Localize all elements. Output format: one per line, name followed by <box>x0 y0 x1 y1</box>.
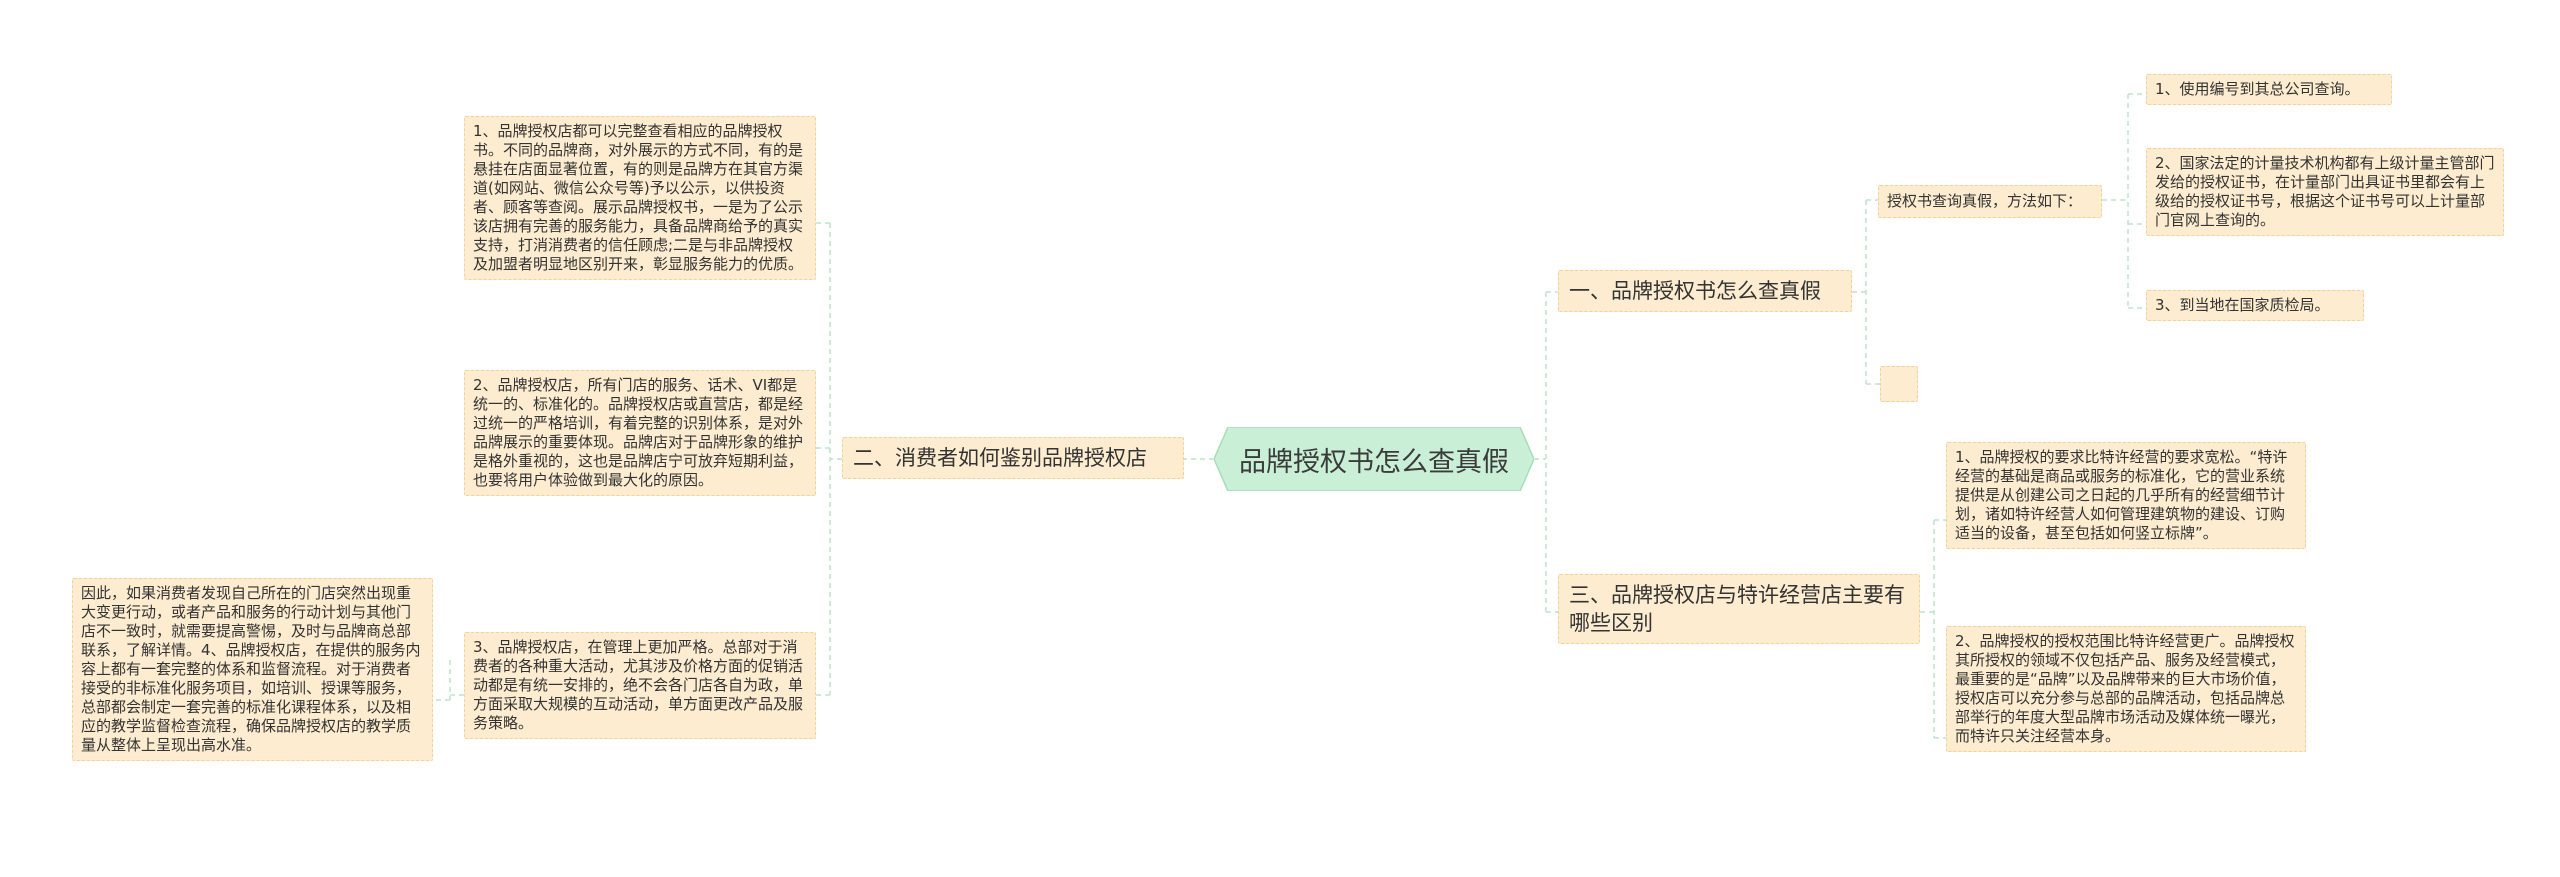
method-1-text: 1、使用编号到其总公司查询。 <box>2155 80 2360 98</box>
left-sub-item-text: 因此，如果消费者发现自己所在的门店突然出现重大变更行动，或者产品和服务的行动计划… <box>81 584 421 754</box>
branch-left[interactable]: 二、消费者如何鉴别品牌授权店 <box>842 437 1184 479</box>
empty-topic[interactable] <box>1880 366 1918 402</box>
central-topic-label: 品牌授权书怎么查真假 <box>1239 446 1509 478</box>
branch-right-top[interactable]: 一、品牌授权书怎么查真假 <box>1558 270 1852 312</box>
method-3[interactable]: 3、到当地在国家质检局。 <box>2146 290 2364 321</box>
central-topic-shape <box>1214 427 1534 491</box>
left-item-1[interactable]: 1、品牌授权店都可以完整查看相应的品牌授权书。不同的品牌商，对外展示的方式不同，… <box>464 116 816 280</box>
left-item-1-text: 1、品牌授权店都可以完整查看相应的品牌授权书。不同的品牌商，对外展示的方式不同，… <box>473 122 804 273</box>
left-sub-item[interactable]: 因此，如果消费者发现自己所在的门店突然出现重大变更行动，或者产品和服务的行动计划… <box>72 578 433 761</box>
central-topic[interactable]: 品牌授权书怎么查真假 <box>1214 427 1534 491</box>
method-1[interactable]: 1、使用编号到其总公司查询。 <box>2146 74 2392 105</box>
branch-left-label: 二、消费者如何鉴别品牌授权店 <box>853 446 1147 470</box>
left-item-3-text: 3、品牌授权店，在管理上更加严格。总部对于消费者的各种重大活动，尤其涉及价格方面… <box>473 638 804 732</box>
branch-right-bottom-label: 三、品牌授权店与特许经营店主要有哪些区别 <box>1569 583 1905 635</box>
right-item-1[interactable]: 1、品牌授权的要求比特许经营的要求宽松。“特许经营的基础是商品或服务的标准化，它… <box>1946 442 2306 549</box>
branch-right-bottom[interactable]: 三、品牌授权店与特许经营店主要有哪些区别 <box>1558 574 1920 644</box>
method-2-text: 2、国家法定的计量技术机构都有上级计量主管部门发给的授权证书，在计量部门出具证书… <box>2155 154 2495 229</box>
branch-right-top-label: 一、品牌授权书怎么查真假 <box>1569 279 1821 303</box>
method-2[interactable]: 2、国家法定的计量技术机构都有上级计量主管部门发给的授权证书，在计量部门出具证书… <box>2146 148 2504 236</box>
method-3-text: 3、到当地在国家质检局。 <box>2155 296 2330 314</box>
left-item-3[interactable]: 3、品牌授权店，在管理上更加严格。总部对于消费者的各种重大活动，尤其涉及价格方面… <box>464 632 816 739</box>
right-item-2-text: 2、品牌授权的授权范围比特许经营更广。品牌授权其所授权的领域不仅包括产品、服务及… <box>1955 632 2295 745</box>
method-label[interactable]: 授权书查询真假，方法如下： <box>1878 185 2102 218</box>
left-item-2-text: 2、品牌授权店，所有门店的服务、话术、VI都是统一的、标准化的。品牌授权店或直营… <box>473 376 804 489</box>
right-item-2[interactable]: 2、品牌授权的授权范围比特许经营更广。品牌授权其所授权的领域不仅包括产品、服务及… <box>1946 626 2306 752</box>
method-label-text: 授权书查询真假，方法如下： <box>1887 192 2083 210</box>
right-item-1-text: 1、品牌授权的要求比特许经营的要求宽松。“特许经营的基础是商品或服务的标准化，它… <box>1955 448 2288 542</box>
left-item-2[interactable]: 2、品牌授权店，所有门店的服务、话术、VI都是统一的、标准化的。品牌授权店或直营… <box>464 370 816 496</box>
